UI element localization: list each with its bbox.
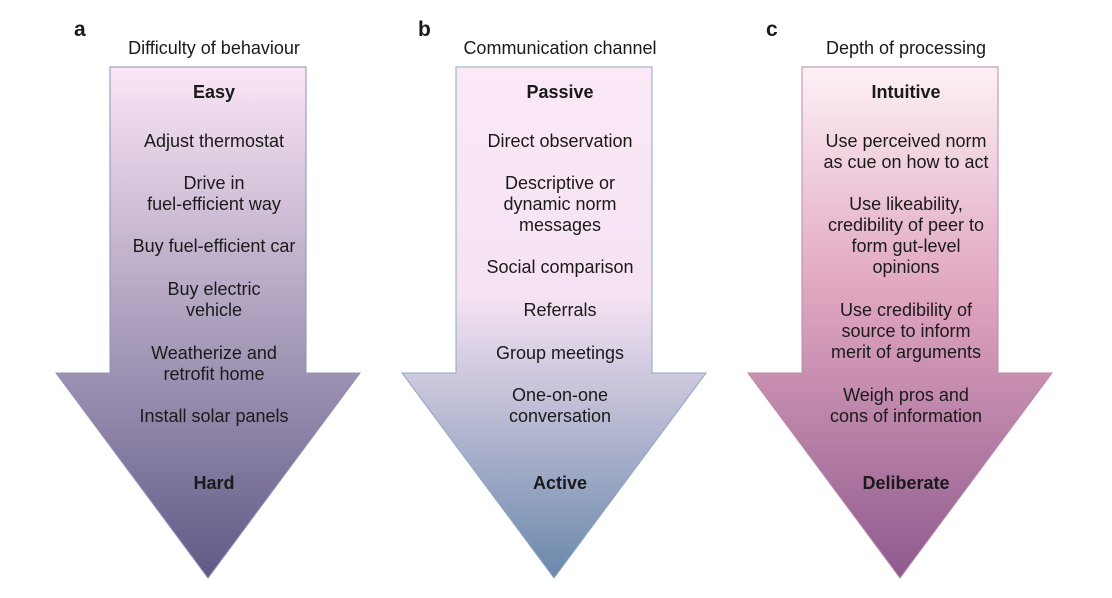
bottom-label: Deliberate xyxy=(862,473,950,493)
list-item: Group meetings xyxy=(495,343,625,363)
panel-title: Depth of processing xyxy=(825,38,987,58)
list-item: Install solar panels xyxy=(139,406,289,426)
down-arrow-shape xyxy=(55,66,361,579)
panel-letter: b xyxy=(418,18,431,41)
panel-title: Communication channel xyxy=(463,38,657,58)
panel-letter: a xyxy=(74,18,86,41)
top-label: Passive xyxy=(526,82,594,102)
list-item: Social comparison xyxy=(486,257,634,277)
list-item: Buy fuel-efficient car xyxy=(132,236,296,256)
down-arrow-shape xyxy=(401,66,707,579)
arrow-body xyxy=(401,66,707,579)
arrow-body xyxy=(55,66,361,579)
bottom-label: Hard xyxy=(193,473,235,493)
panel-processing: c Depth of processing Intuitive Use perc… xyxy=(746,0,1066,598)
panel-communication: b Communication channel Passive Direct o… xyxy=(400,0,720,598)
top-label: Intuitive xyxy=(871,82,941,102)
down-arrow-shape xyxy=(747,66,1053,579)
top-label: Easy xyxy=(192,82,236,102)
panel-difficulty: a Difficulty of behaviour Easy Adjust th… xyxy=(54,0,374,598)
bottom-label: Active xyxy=(532,473,588,493)
list-item: Adjust thermostat xyxy=(143,131,285,151)
panel-title: Difficulty of behaviour xyxy=(128,38,300,58)
list-item: Direct observation xyxy=(487,131,633,151)
arrow-body xyxy=(747,66,1053,579)
list-item: Referrals xyxy=(523,300,597,320)
panel-letter: c xyxy=(766,18,778,41)
